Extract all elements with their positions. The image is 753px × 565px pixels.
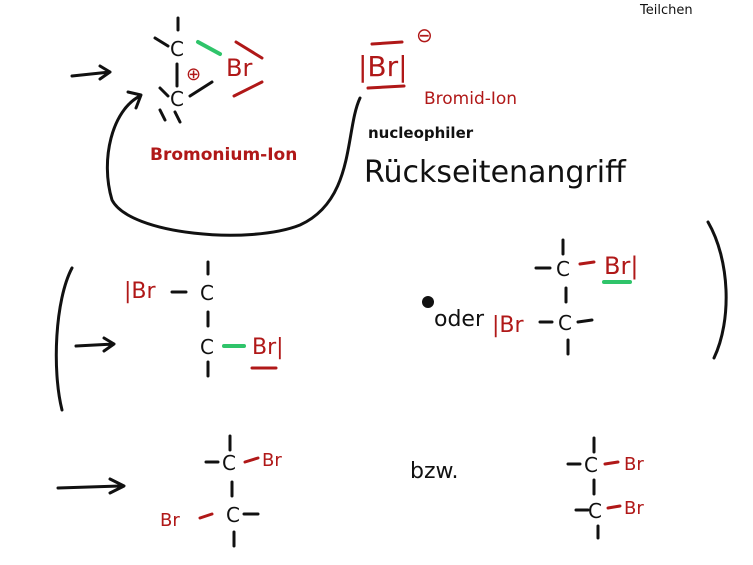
lone-pair-line bbox=[234, 40, 264, 60]
carbon-atom: C bbox=[200, 335, 214, 359]
negative-charge: ⊖ bbox=[416, 23, 433, 47]
lone-pair-line bbox=[370, 40, 404, 46]
bromide-formula: |Br| bbox=[358, 50, 408, 83]
green-bond-highlight bbox=[196, 40, 222, 56]
bromine-atom: Br bbox=[160, 510, 180, 531]
lone-pair-line bbox=[232, 80, 264, 98]
bromine-atom: Br| bbox=[252, 335, 284, 360]
red-bond bbox=[198, 512, 214, 520]
carbon-atom: C bbox=[558, 311, 572, 335]
bond-line bbox=[173, 110, 182, 124]
carbon-atom: C bbox=[200, 281, 214, 305]
right-bracket bbox=[706, 220, 728, 360]
bromonium-br: Br bbox=[226, 54, 252, 82]
bromine-atom: |Br bbox=[492, 313, 525, 338]
carbon-atom: C bbox=[588, 499, 602, 523]
bromine-atom: Br bbox=[624, 454, 644, 475]
bond-line bbox=[153, 36, 170, 48]
reaction-arrow bbox=[74, 336, 116, 353]
bzw-text: bzw. bbox=[410, 459, 458, 484]
bond-line bbox=[576, 318, 594, 324]
reaction-arrow bbox=[70, 64, 112, 81]
carbon-atom: C bbox=[222, 451, 236, 475]
bromine-atom: Br bbox=[624, 498, 644, 519]
curved-attack-arrow bbox=[105, 90, 362, 237]
corner-text: Teilchen bbox=[639, 3, 693, 18]
bond-line bbox=[188, 80, 214, 98]
bromine-atom: Br bbox=[262, 450, 282, 471]
nucleophiler-text: nucleophiler bbox=[368, 124, 474, 142]
rueckseitenangriff-text: Rückseitenangriff bbox=[364, 155, 627, 190]
reaction-arrow bbox=[56, 477, 126, 495]
carbon-atom: C bbox=[170, 87, 184, 111]
bond-line bbox=[158, 86, 170, 98]
bromonium-label: Bromonium-Ion bbox=[150, 145, 297, 165]
bond-line bbox=[158, 108, 167, 122]
red-bond bbox=[606, 504, 622, 510]
carbon-atom: C bbox=[584, 453, 598, 477]
oder-text: oder bbox=[434, 307, 485, 332]
bromine-atom: Br| bbox=[604, 252, 638, 280]
lone-pair-line bbox=[366, 84, 406, 90]
left-bracket bbox=[54, 266, 74, 412]
bromide-label: Bromid-Ion bbox=[424, 89, 517, 109]
red-bond bbox=[603, 460, 620, 466]
bullet-dot bbox=[422, 296, 434, 308]
carbon-atom: C bbox=[556, 257, 570, 281]
red-bond bbox=[578, 260, 596, 266]
carbon-atom: C bbox=[170, 37, 184, 61]
bromine-atom: |Br bbox=[124, 279, 157, 304]
positive-charge: ⊕ bbox=[186, 64, 201, 85]
carbon-atom: C bbox=[226, 503, 240, 527]
red-bond bbox=[243, 456, 260, 464]
